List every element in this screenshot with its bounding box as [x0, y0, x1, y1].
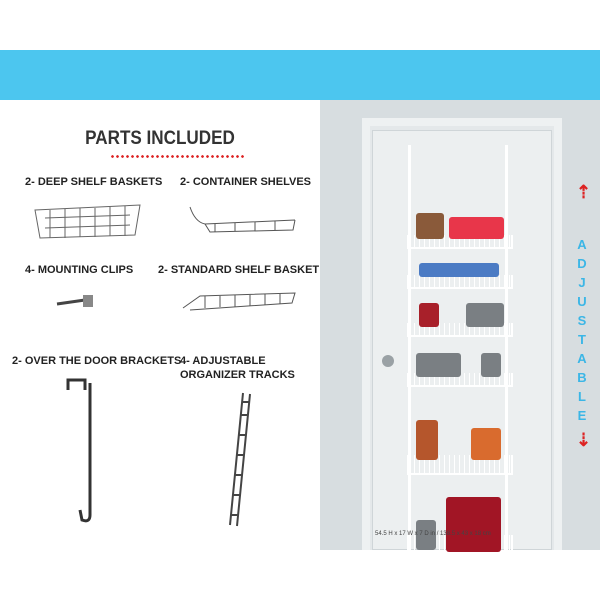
header-band	[0, 50, 600, 100]
arrow-up-icon: ⇡	[576, 182, 592, 202]
over-door-bracket-image	[66, 378, 92, 523]
deep-shelf-basket-image	[34, 204, 141, 239]
adjustable-label: ADJUSTABLE	[577, 237, 587, 423]
part-label: 2- DEEP SHELF BASKETS	[25, 176, 163, 188]
organizer-track-image	[229, 392, 251, 527]
mounting-clip-image	[56, 295, 93, 307]
shelf-basket	[407, 455, 513, 475]
parts-title: PARTS INCLUDED	[85, 128, 235, 149]
arrow-down-icon: ⇣	[576, 430, 592, 450]
standard-shelf-basket-image	[182, 292, 296, 311]
canister	[466, 303, 504, 327]
part-label: 2- OVER THE DOOR BRACKETS	[12, 355, 182, 367]
part-label: 2- STANDARD SHELF BASKET	[158, 264, 320, 276]
part-label: 4- MOUNTING CLIPS	[25, 264, 134, 276]
container-shelf-image	[189, 206, 296, 233]
canister	[481, 353, 501, 377]
part-label: 4- ADJUSTABLE ORGANIZER TRACKS	[180, 355, 295, 381]
canister	[416, 520, 436, 550]
door	[372, 130, 552, 550]
shelf-basket	[407, 275, 513, 289]
cups	[449, 217, 504, 239]
adjustable-text: ADJUSTABLE	[575, 235, 589, 425]
boxes	[419, 263, 499, 277]
product-photo: 54.5 H x 17 W x 7 D in / 138.5 x 43 x 18…	[320, 100, 600, 555]
jar	[446, 497, 501, 552]
door-knob	[382, 355, 394, 367]
jar	[471, 428, 501, 460]
title-underline	[110, 155, 245, 158]
part-label: 2- CONTAINER SHELVES	[180, 176, 311, 188]
canister	[416, 353, 461, 377]
parts-panel: PARTS INCLUDED 2- DEEP SHELF BASKETS 2- …	[0, 100, 320, 550]
jar	[419, 303, 439, 327]
jar	[416, 420, 438, 460]
dimensions-text: 54.5 H x 17 W x 7 D in / 138.5 x 43 x 18…	[375, 531, 491, 537]
organizer-rack	[407, 145, 513, 555]
jar	[416, 213, 444, 239]
